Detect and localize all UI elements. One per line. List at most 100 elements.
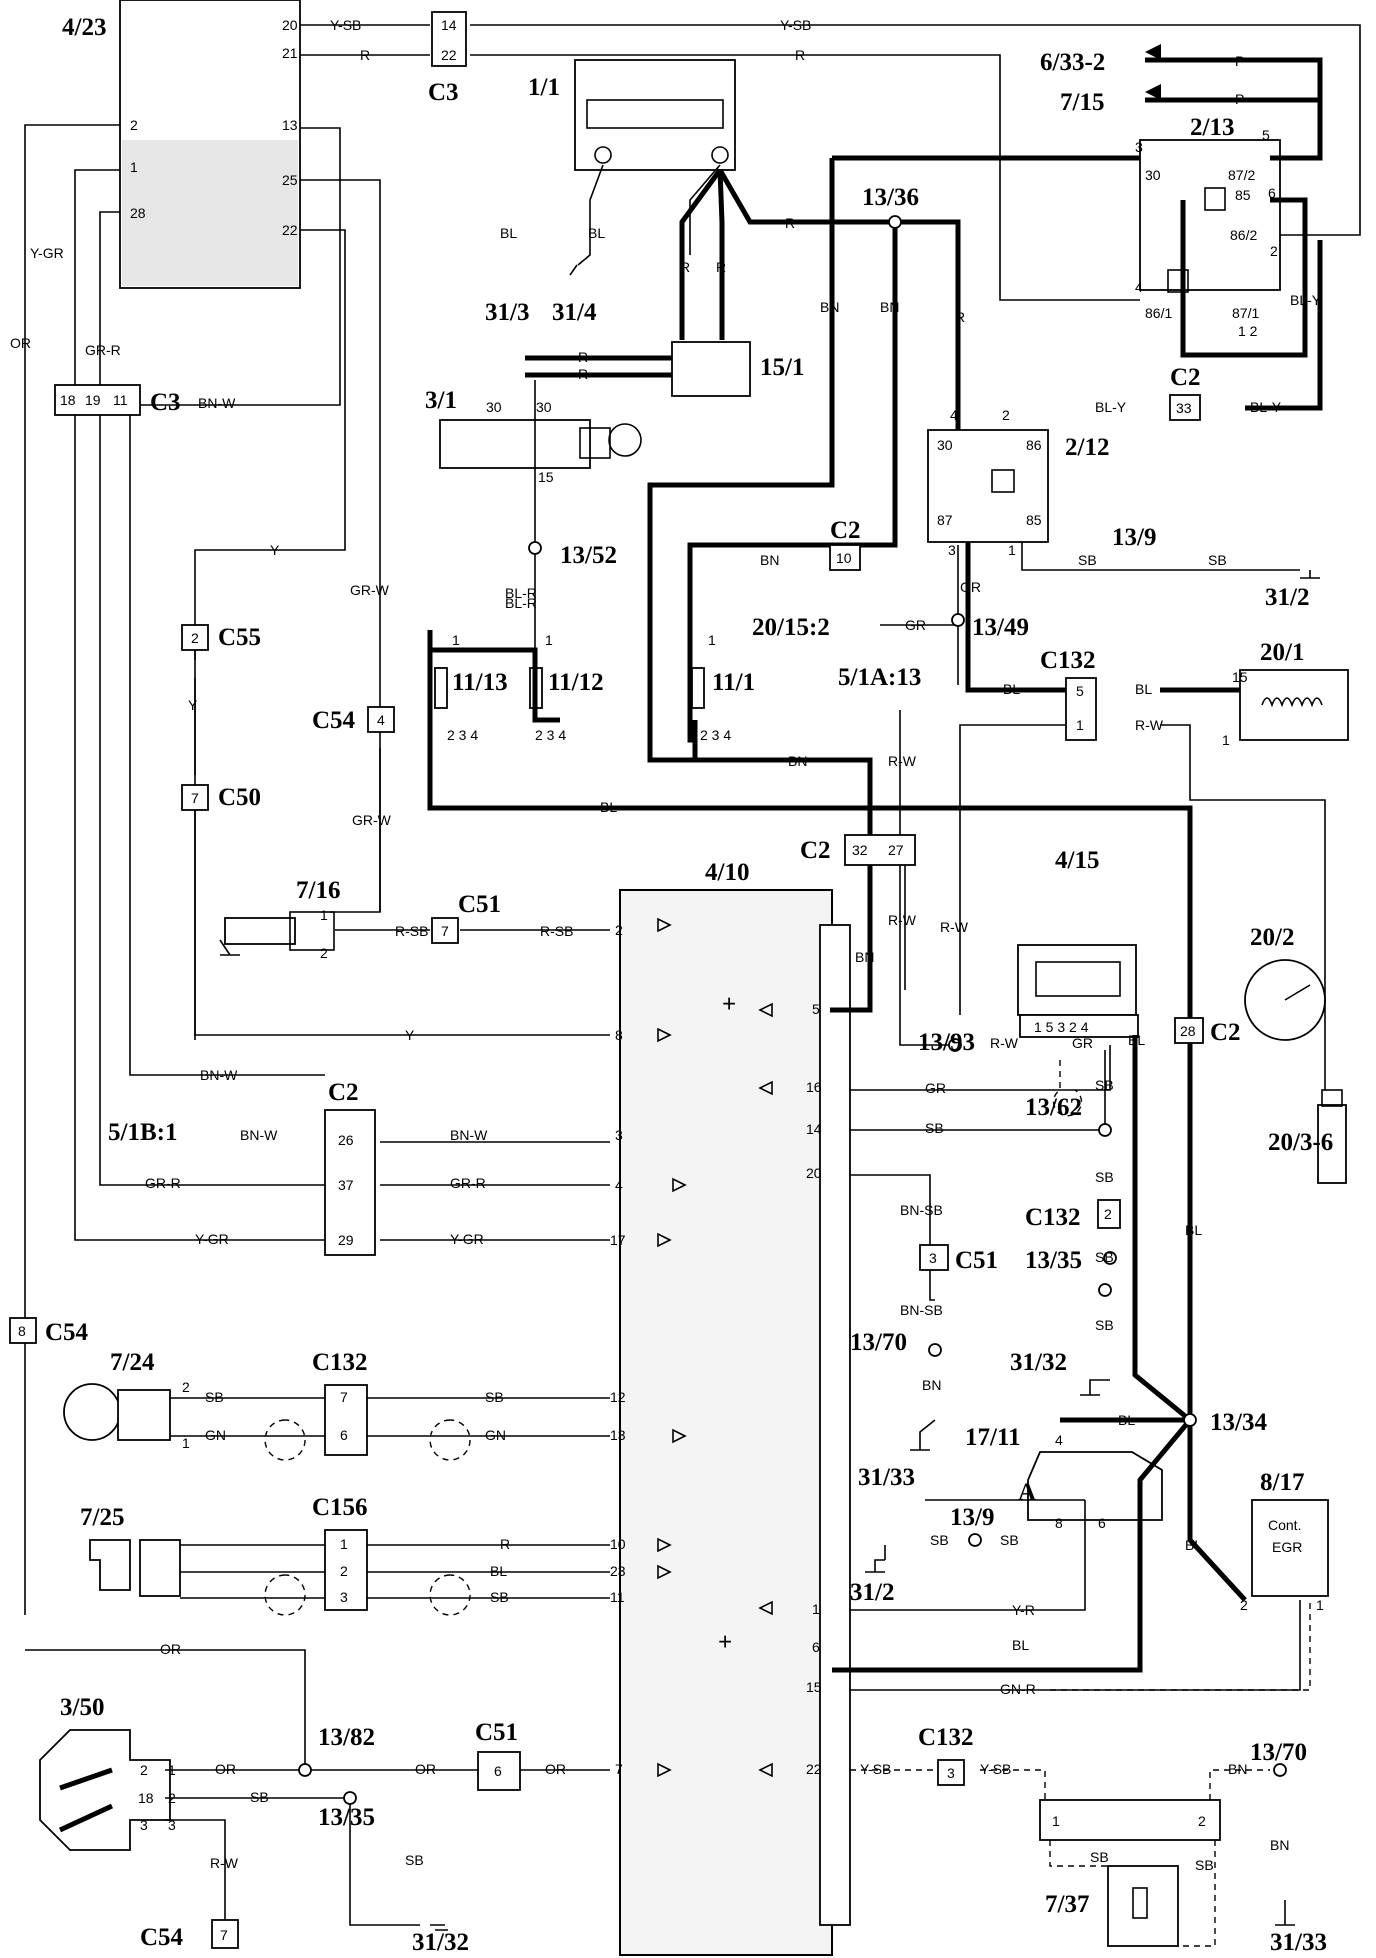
svg-text:BN-W: BN-W xyxy=(200,1067,238,1083)
wire-color-labels: Y-SB Y-SB R R P P BL BL R R R R R BN BN … xyxy=(10,17,1322,1873)
svg-text:1: 1 xyxy=(1076,717,1084,733)
svg-text:10: 10 xyxy=(610,1536,626,1552)
egr-text-1: Cont. xyxy=(1268,1517,1301,1533)
label-13-93: 13/93 xyxy=(918,1029,975,1056)
label-4-10: 4/10 xyxy=(705,859,749,886)
injector-11-13 xyxy=(434,667,448,709)
label-c132-d: C132 xyxy=(918,1724,974,1751)
label-7-37: 7/37 xyxy=(1045,1891,1089,1918)
svg-text:1 2: 1 2 xyxy=(1238,323,1258,339)
svg-text:1: 1 xyxy=(182,1435,190,1451)
label-c156: C156 xyxy=(312,1494,368,1521)
label-2-12: 2/12 xyxy=(1065,434,1109,461)
svg-text:1: 1 xyxy=(708,632,716,648)
svg-text:SB: SB xyxy=(930,1532,949,1548)
svg-text:GR-R: GR-R xyxy=(145,1175,181,1191)
connector-pin-numbers: 14 22 33 18 19 11 10 2 5 1 4 7 32 27 7 2… xyxy=(18,17,1196,1943)
svg-text:4: 4 xyxy=(1135,279,1143,295)
svg-text:SB: SB xyxy=(1095,1169,1114,1185)
label-31-4: 31/4 xyxy=(552,299,597,326)
spark-plug-20-3-6 xyxy=(1317,1089,1347,1184)
svg-text:28: 28 xyxy=(1180,1023,1196,1039)
label-c55: C55 xyxy=(218,624,261,651)
svg-text:33: 33 xyxy=(1176,400,1192,416)
svg-text:BN: BN xyxy=(922,1377,941,1393)
label-13-62: 13/62 xyxy=(1025,1094,1082,1121)
label-20-3-6: 20/3-6 xyxy=(1268,1129,1333,1156)
svg-text:87/2: 87/2 xyxy=(1228,167,1255,183)
svg-text:OR: OR xyxy=(160,1641,181,1657)
label-c54-b: C54 xyxy=(45,1319,89,1346)
label-c132-b: C132 xyxy=(1025,1204,1081,1231)
svg-text:BL: BL xyxy=(1185,1222,1202,1238)
svg-text:2: 2 xyxy=(168,1790,176,1806)
sensor-7-25 xyxy=(89,1539,181,1597)
label-13-36: 13/36 xyxy=(862,184,919,211)
egr-controller-8-17 xyxy=(1251,1499,1329,1597)
svg-text:R: R xyxy=(785,215,795,231)
label-c54-c: C54 xyxy=(140,1924,184,1951)
svg-text:2: 2 xyxy=(615,922,623,938)
label-13-70-b: 13/70 xyxy=(1250,1739,1307,1766)
svg-text:23: 23 xyxy=(610,1563,626,1579)
svg-text:R: R xyxy=(578,366,588,382)
svg-text:GR: GR xyxy=(1072,1035,1093,1051)
svg-text:3: 3 xyxy=(1135,139,1143,155)
svg-text:BN: BN xyxy=(788,753,807,769)
svg-text:R: R xyxy=(680,259,690,275)
label-a: A xyxy=(1018,1479,1036,1506)
svg-text:8: 8 xyxy=(615,1027,623,1043)
svg-text:SB: SB xyxy=(1095,1077,1114,1093)
svg-text:R: R xyxy=(578,349,588,365)
svg-text:87: 87 xyxy=(937,512,953,528)
svg-text:3: 3 xyxy=(929,1250,937,1266)
svg-text:86/2: 86/2 xyxy=(1230,227,1257,243)
svg-text:Y-R: Y-R xyxy=(1012,1602,1035,1618)
svg-text:2: 2 xyxy=(1002,407,1010,423)
svg-text:12: 12 xyxy=(610,1389,626,1405)
svg-text:2: 2 xyxy=(1270,243,1278,259)
svg-text:10: 10 xyxy=(836,550,852,566)
svg-text:R: R xyxy=(360,47,370,63)
label-11-13: 11/13 xyxy=(452,669,508,696)
svg-text:BL-Y: BL-Y xyxy=(1290,292,1322,308)
label-c54-a: C54 xyxy=(312,707,356,734)
label-11-1: 11/1 xyxy=(712,669,755,696)
svg-text:BL: BL xyxy=(600,799,617,815)
label-31-33-b: 31/33 xyxy=(1270,1929,1327,1956)
splice-points xyxy=(298,215,1287,1805)
svg-text:GN: GN xyxy=(205,1427,226,1443)
ground-symbols xyxy=(219,264,1320,1931)
label-20-1: 20/1 xyxy=(1260,639,1304,666)
svg-text:30: 30 xyxy=(536,399,552,415)
svg-text:BL: BL xyxy=(500,225,517,241)
svg-text:22: 22 xyxy=(806,1761,822,1777)
svg-text:GR-R: GR-R xyxy=(450,1175,486,1191)
svg-text:Y: Y xyxy=(270,542,280,558)
svg-text:28: 28 xyxy=(130,205,146,221)
svg-text:85: 85 xyxy=(1235,187,1251,203)
label-11-12: 11/12 xyxy=(548,669,604,696)
svg-text:6: 6 xyxy=(340,1427,348,1443)
svg-text:SB: SB xyxy=(1078,552,1097,568)
svg-text:BL-R: BL-R xyxy=(505,585,537,601)
label-17-11: 17/11 xyxy=(965,1424,1021,1451)
svg-text:BL: BL xyxy=(1012,1637,1029,1653)
connector-boxes xyxy=(9,11,1204,1949)
svg-text:4: 4 xyxy=(377,712,385,728)
svg-text:8: 8 xyxy=(1055,1515,1063,1531)
svg-text:+: + xyxy=(722,991,736,1018)
svg-text:BL: BL xyxy=(1118,1412,1135,1428)
svg-text:OR: OR xyxy=(10,335,31,351)
svg-text:2: 2 xyxy=(320,945,328,961)
svg-text:SB: SB xyxy=(925,1120,944,1136)
svg-text:14: 14 xyxy=(806,1121,822,1137)
svg-text:2 3 4: 2 3 4 xyxy=(700,727,731,743)
svg-text:4: 4 xyxy=(950,407,958,423)
svg-text:30: 30 xyxy=(486,399,502,415)
label-13-52: 13/52 xyxy=(560,542,617,569)
svg-text:GR: GR xyxy=(960,579,981,595)
svg-text:2: 2 xyxy=(1240,1597,1248,1613)
svg-text:GR-W: GR-W xyxy=(350,582,390,598)
svg-text:30: 30 xyxy=(1145,167,1161,183)
